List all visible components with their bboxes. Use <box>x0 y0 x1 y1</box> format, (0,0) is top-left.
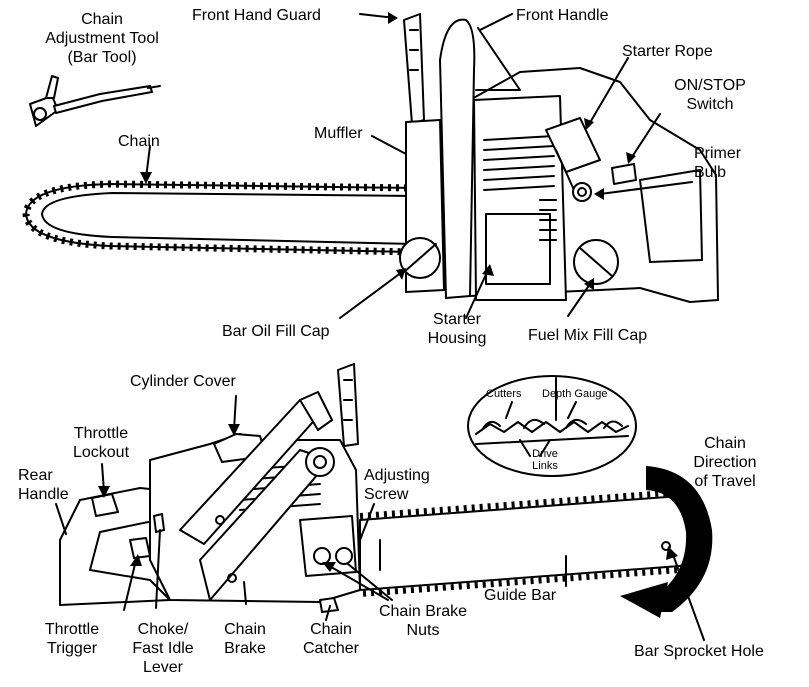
label-starter-housing: Starter Housing <box>412 310 502 348</box>
label-primer-bulb-line2: Bulb <box>694 164 727 181</box>
label-chain-catcher-line1: Chain <box>310 621 352 638</box>
label-primer-bulb-line1: Primer <box>694 145 742 162</box>
label-chain-adjustment-tool-line3: (Bar Tool) <box>67 49 137 66</box>
label-starter-housing-line2: Housing <box>427 330 487 347</box>
label-drive-links-line2: Links <box>532 460 558 472</box>
label-chain-brake: Chain Brake <box>210 620 280 658</box>
label-choke-lever: Choke/ Fast Idle Lever <box>124 620 202 677</box>
label-adjusting-screw: Adjusting Screw <box>364 466 430 504</box>
label-chain-direction: Chain Direction of Travel <box>670 434 780 491</box>
label-adjusting-screw-line2: Screw <box>364 486 409 503</box>
bar-tool-illustration <box>29 75 161 127</box>
label-chain-brake-line2: Brake <box>224 640 266 657</box>
label-bar-oil-fill-cap: Bar Oil Fill Cap <box>222 323 330 340</box>
label-choke-lever-line1: Choke/ <box>137 621 189 638</box>
top-saw-body <box>399 13 719 303</box>
label-rear-handle-line2: Handle <box>18 486 69 503</box>
label-chain-adjustment-tool-line1: Chain <box>81 11 123 28</box>
label-chain-catcher: Chain Catcher <box>296 620 366 658</box>
label-front-handle: Front Handle <box>516 7 609 24</box>
bottom-saw-body <box>59 363 361 613</box>
label-chain-direction-line3: of Travel <box>694 473 756 490</box>
bottom-leader-lines <box>55 377 705 641</box>
label-throttle-trigger-line1: Throttle <box>44 621 100 638</box>
label-muffler: Muffler <box>314 125 363 142</box>
label-on-stop-switch-line1: ON/STOP <box>674 77 746 94</box>
label-drive-links: Drive Links <box>520 448 570 472</box>
label-throttle-trigger: Throttle Trigger <box>26 620 118 658</box>
label-throttle-lockout: Throttle Lockout <box>56 424 146 462</box>
label-cylinder-cover: Cylinder Cover <box>130 373 236 390</box>
label-throttle-lockout-line1: Throttle <box>73 425 129 442</box>
label-chain-adjustment-tool-line2: Adjustment Tool <box>45 30 159 47</box>
label-throttle-trigger-line2: Trigger <box>46 640 98 657</box>
label-adjusting-screw-line1: Adjusting <box>364 467 430 484</box>
label-chain: Chain <box>118 133 160 150</box>
label-chain-direction-line2: Direction <box>693 454 757 471</box>
top-chain-bar <box>22 180 416 256</box>
label-drive-links-line1: Drive <box>532 448 558 460</box>
label-choke-lever-line2: Fast Idle <box>132 640 194 657</box>
chain-detail-inset <box>467 375 637 477</box>
label-chain-adjustment-tool: Chain Adjustment Tool (Bar Tool) <box>32 10 172 67</box>
label-chain-catcher-line2: Catcher <box>302 640 360 657</box>
label-starter-housing-line1: Starter <box>432 311 481 328</box>
label-on-stop-switch: ON/STOP Switch <box>660 76 760 114</box>
label-depth-gauge: Depth Gauge <box>542 388 608 400</box>
label-chain-brake-nuts-line1: Chain Brake <box>378 603 468 620</box>
label-guide-bar: Guide Bar <box>484 587 557 604</box>
label-fuel-mix-fill-cap: Fuel Mix Fill Cap <box>528 327 648 344</box>
label-cutters: Cutters <box>486 388 522 400</box>
label-starter-rope: Starter Rope <box>622 43 713 60</box>
label-chain-direction-line1: Chain <box>704 435 746 452</box>
label-front-hand-guard: Front Hand Guard <box>192 7 321 24</box>
label-chain-brake-nuts: Chain Brake Nuts <box>368 602 478 640</box>
label-chain-brake-nuts-line2: Nuts <box>406 622 440 639</box>
label-rear-handle-line1: Rear <box>18 467 53 484</box>
label-primer-bulb: Primer Bulb <box>694 144 741 182</box>
chain-direction-arrow <box>620 466 713 618</box>
top-leader-lines <box>140 12 693 319</box>
label-chain-brake-line1: Chain <box>224 621 266 638</box>
label-choke-lever-line3: Lever <box>142 659 184 676</box>
label-rear-handle: Rear Handle <box>18 466 69 504</box>
label-bar-sprocket-hole: Bar Sprocket Hole <box>634 643 764 660</box>
label-on-stop-switch-line2: Switch <box>686 96 734 113</box>
bottom-guide-bar <box>359 488 708 597</box>
label-throttle-lockout-line2: Lockout <box>72 444 130 461</box>
